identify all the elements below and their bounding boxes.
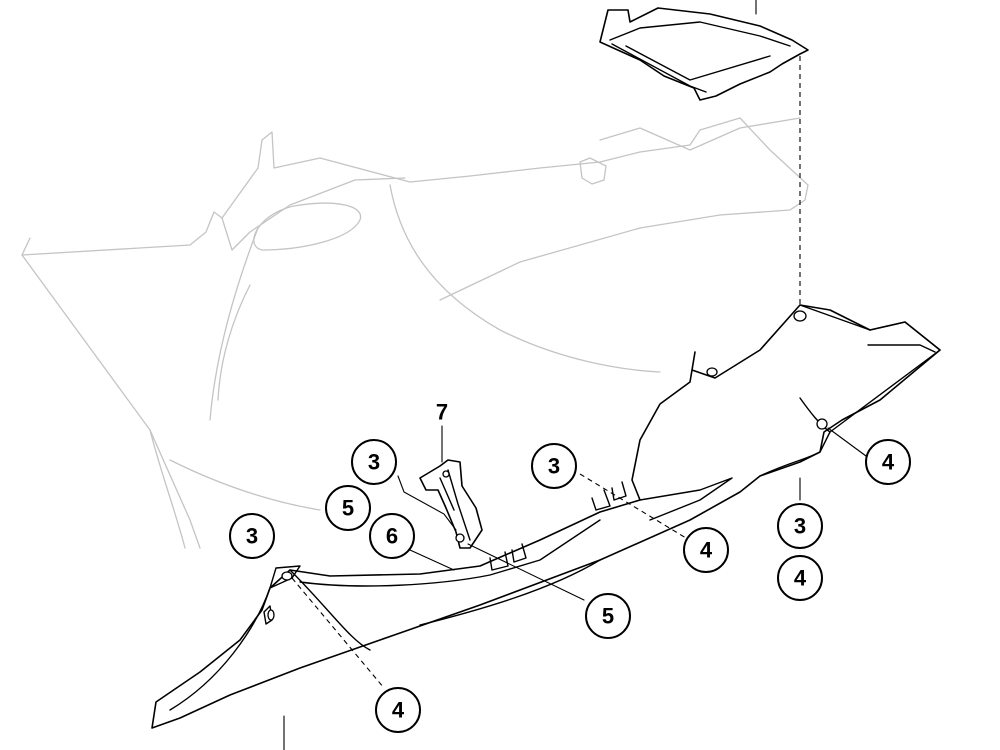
- svg-text:5: 5: [342, 496, 354, 521]
- bracket-part-7: [419, 459, 483, 549]
- top-bracket: [599, 7, 809, 101]
- svg-text:3: 3: [548, 454, 560, 479]
- svg-text:4: 4: [700, 538, 713, 563]
- callout-3-center: 3: [531, 443, 577, 489]
- svg-text:7: 7: [436, 400, 448, 425]
- callout-6: 6: [369, 513, 415, 559]
- callout-5-upper: 5: [325, 485, 371, 531]
- callout-3-middle: 3: [351, 439, 397, 485]
- callout-7: 7: [436, 400, 448, 425]
- callout-3-left: 3: [229, 513, 275, 559]
- svg-text:3: 3: [246, 524, 258, 549]
- svg-text:4: 4: [794, 566, 807, 591]
- svg-text:3: 3: [368, 450, 380, 475]
- svg-text:5: 5: [602, 604, 614, 629]
- leader-lines: [291, 425, 867, 689]
- svg-text:4: 4: [392, 698, 405, 723]
- svg-text:3: 3: [794, 514, 806, 539]
- callout-4-center: 4: [683, 527, 729, 573]
- svg-text:4: 4: [882, 450, 895, 475]
- callout-3-right: 3: [777, 503, 823, 549]
- svg-text:6: 6: [386, 524, 398, 549]
- dashboard-ghost-outline: [21, 117, 809, 549]
- callout-4-bottom: 4: [375, 687, 421, 733]
- callout-4-right: 4: [865, 439, 911, 485]
- callout-4-right-lower: 4: [777, 555, 823, 601]
- assembly-lines: [283, 0, 801, 750]
- lower-trim-panel: [151, 304, 941, 729]
- callout-5-lower: 5: [585, 593, 631, 639]
